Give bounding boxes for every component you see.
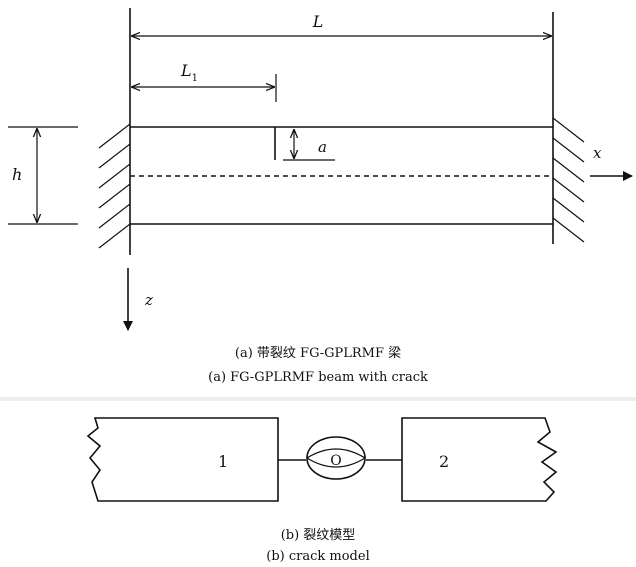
segment-2	[401, 417, 558, 502]
segment-2-label: 2	[439, 452, 449, 471]
left-support-hatch	[98, 123, 131, 249]
x-axis-label: x	[593, 144, 602, 162]
panel-a-beam-diagram: L L1 a h x z	[8, 8, 633, 331]
z-axis-label: z	[144, 291, 153, 309]
dimension-h-label: h	[12, 165, 22, 184]
dimension-L1-label: L1	[180, 61, 198, 84]
panel-b-background	[0, 401, 636, 567]
crack-depth-label: a	[318, 138, 327, 156]
panel-b-crack-model: 1 O 2	[86, 417, 558, 502]
panel-b-caption-cn: (b) 裂纹模型	[281, 528, 356, 543]
dimension-L-label: L	[312, 12, 324, 31]
rotational-spring-inner	[305, 448, 367, 468]
segment-1-label: 1	[218, 452, 228, 471]
segment-1	[86, 417, 279, 502]
panel-a-caption-cn: (a) 带裂纹 FG-GPLRMF 梁	[235, 346, 401, 361]
panel-b-caption-en: (b) crack model	[266, 549, 369, 564]
panel-a-caption-en: (a) FG-GPLRMF beam with crack	[208, 370, 428, 385]
right-support-hatch	[552, 117, 585, 243]
rotational-spring-label: O	[330, 453, 341, 469]
panel-a-background	[0, 0, 636, 397]
